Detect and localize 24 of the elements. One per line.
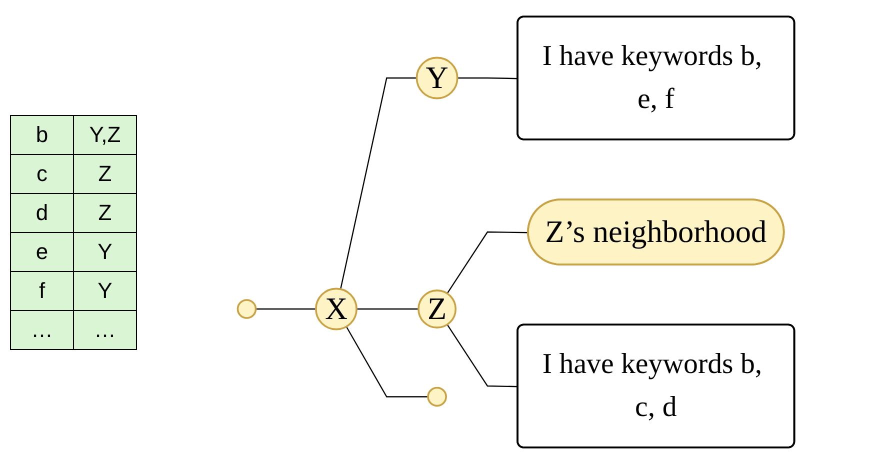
connector [457, 77, 518, 80]
table-cell: Y [74, 232, 136, 271]
node-circle: Y [416, 56, 458, 100]
node-circle: Z [418, 290, 457, 328]
table-cell: d [10, 193, 74, 232]
table-cell: c [10, 154, 74, 193]
table-cell: … [74, 310, 136, 349]
connector [340, 77, 417, 290]
table-cell: … [10, 310, 74, 349]
table-cell: Y [74, 271, 136, 310]
connector [346, 326, 428, 398]
connector [356, 308, 418, 310]
node-circle: X [315, 288, 358, 330]
node-circle [236, 299, 257, 319]
table-cell: Y,Z [74, 115, 136, 154]
table-cell: b [10, 115, 74, 154]
connector [446, 231, 529, 294]
table-cell: e [10, 232, 74, 271]
connector [256, 308, 316, 310]
table-cell: Z [74, 154, 136, 193]
table-cell: Z [74, 193, 136, 232]
node-circle [427, 386, 447, 407]
table-cell: f [10, 271, 74, 310]
connector [446, 324, 518, 388]
